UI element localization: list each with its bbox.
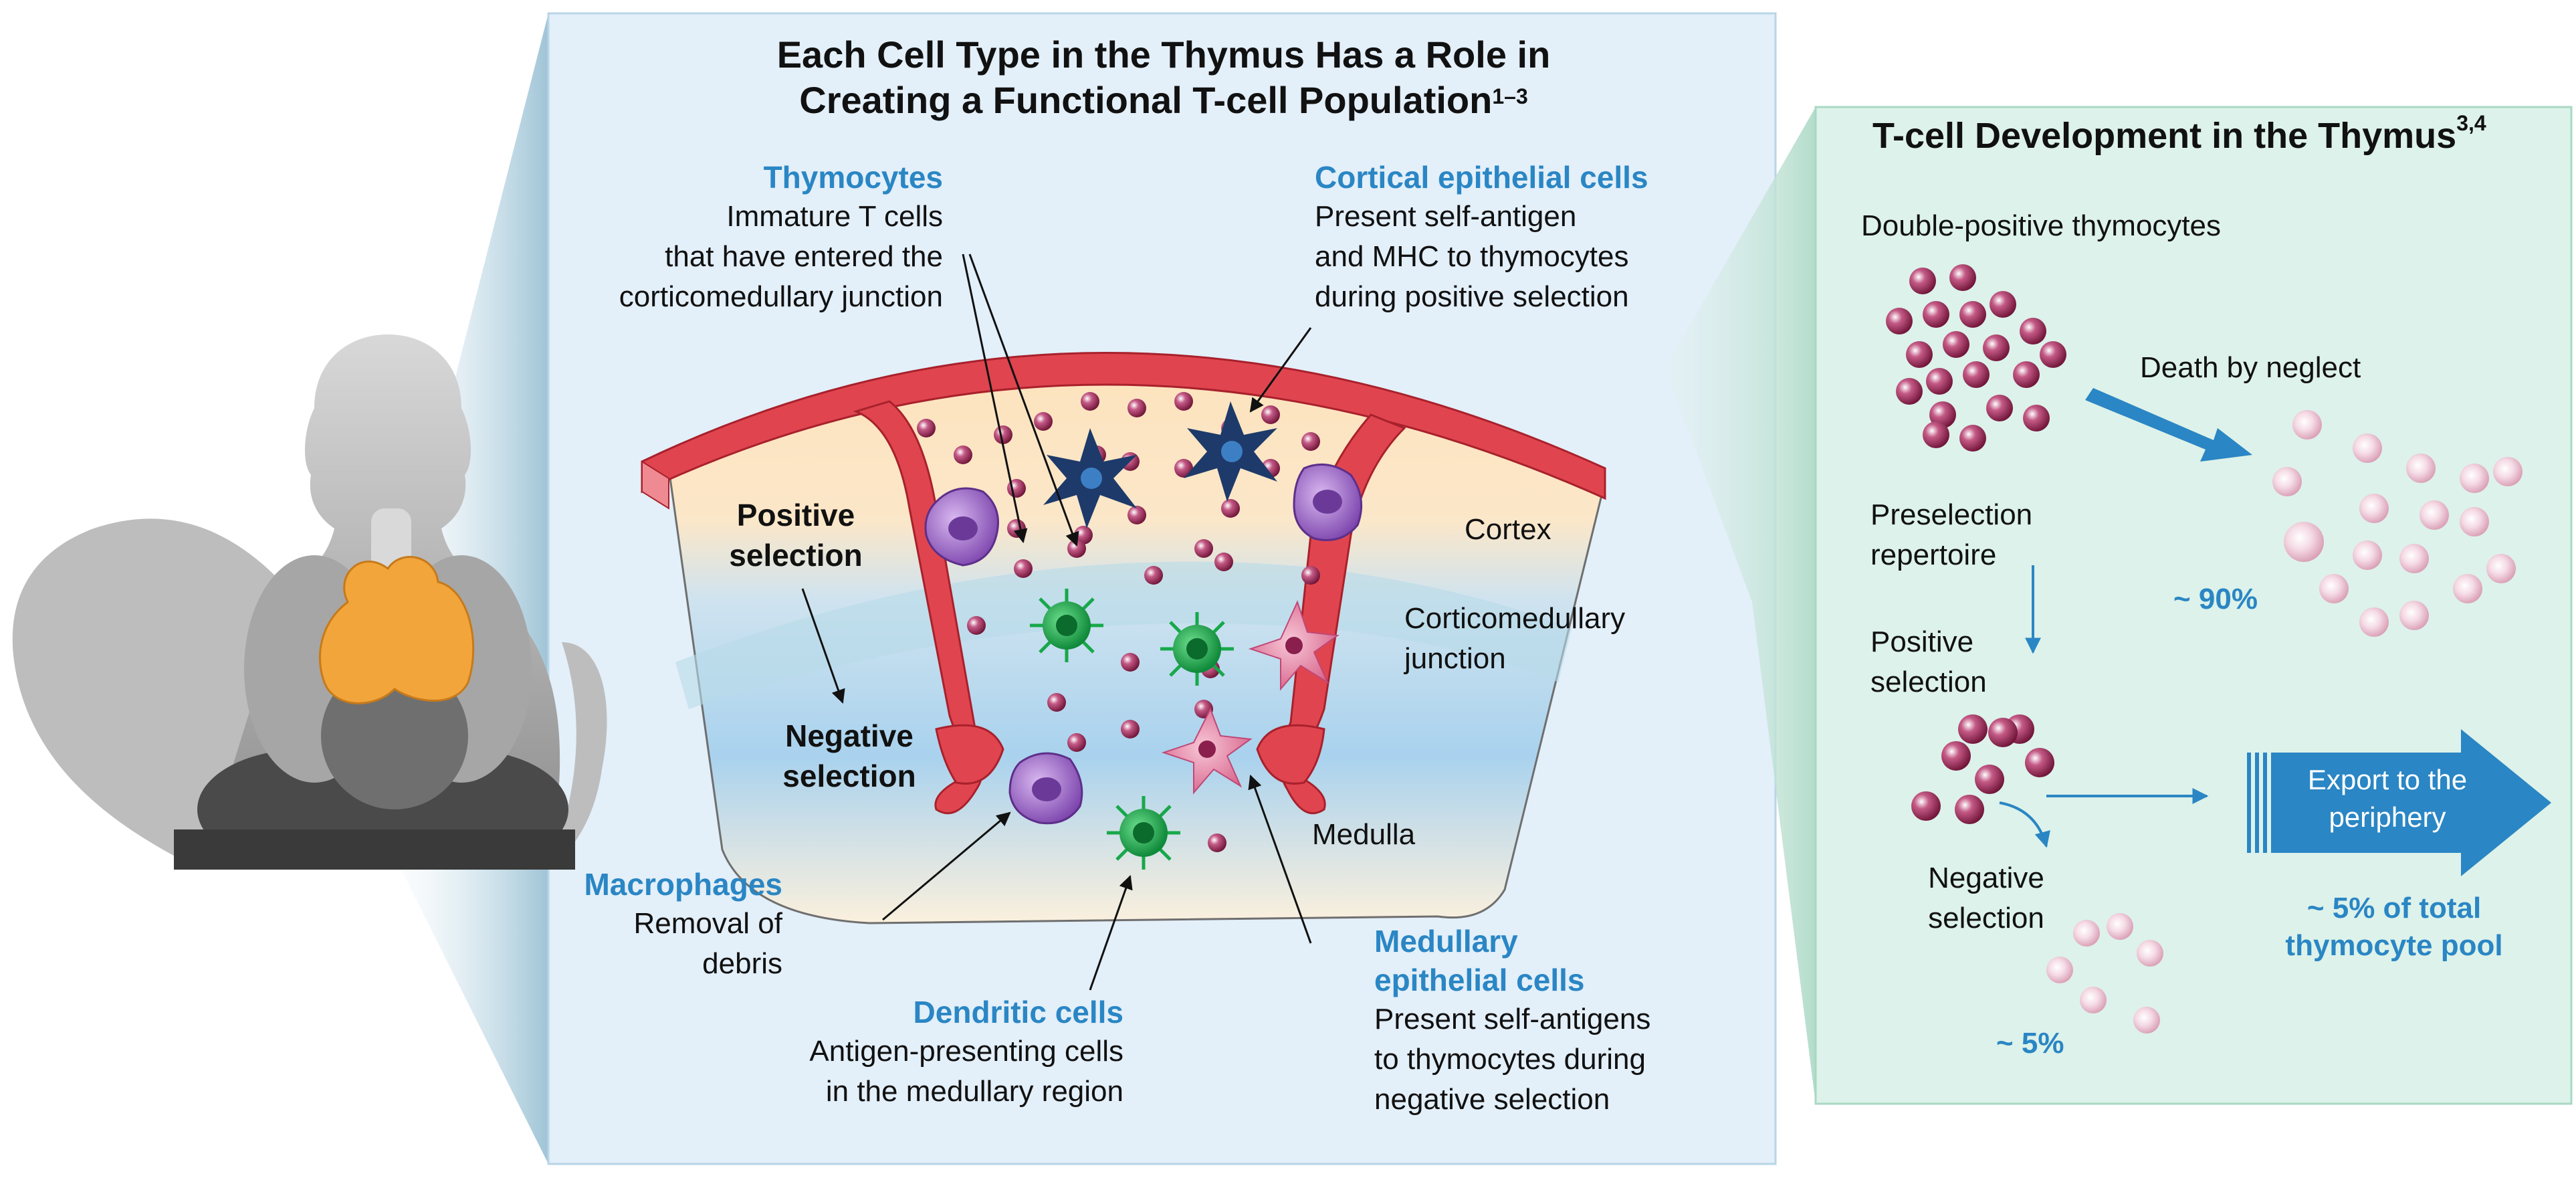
macrophage-icons — [924, 463, 1363, 825]
medullary-epithelial-callout: Medullary epithelial cells Present self-… — [1374, 922, 1749, 1120]
medullary-epithelial-cell-icons — [1161, 600, 1339, 795]
center-title-superscript: 1–3 — [1492, 84, 1528, 108]
corticomedullary-label: Corticomedullary junction — [1404, 602, 1626, 675]
death-by-neglect-arrow — [2085, 388, 2252, 462]
right-panel-background — [1814, 106, 2573, 1105]
center-panel-title: Each Cell Type in the Thymus Has a Role … — [602, 32, 1725, 123]
medullary-epithelial-heading-2: epithelial cells — [1374, 963, 1585, 997]
pct-5-label: ~ 5% — [1996, 1027, 2064, 1060]
export-label: Export to the periphery — [2307, 764, 2468, 833]
dendritic-heading: Dendritic cells — [913, 995, 1123, 1029]
right-positive-selection-label: Positive selection — [1870, 625, 1987, 698]
thymus-lobule-section — [641, 352, 1606, 924]
center-title-line1: Each Cell Type in the Thymus Has a Role … — [776, 33, 1551, 76]
apoptotic-cell-cluster — [2272, 410, 2523, 637]
thymocytes-callout: Thymocytes Immature T cells that have en… — [522, 158, 943, 317]
thymocytes-heading: Thymocytes — [763, 160, 943, 195]
right-panel-title: T-cell Development in the Thymus3,4 — [1872, 111, 2486, 157]
dendritic-cell-icons — [1030, 589, 1234, 870]
right-zoom-funnel — [1665, 107, 1816, 1104]
dendritic-callout: Dendritic cells Antigen-presenting cells… — [722, 993, 1123, 1112]
preselection-label: Preselection repertoire — [1870, 498, 2033, 571]
macrophages-callout: Macrophages Removal of debris — [555, 865, 782, 984]
positive-selection-label: Positive selection — [729, 498, 863, 573]
right-title-text: T-cell Development in the Thymus — [1872, 116, 2457, 156]
cortical-epithelial-cell-icons — [1043, 401, 1277, 528]
right-title-superscript: 3,4 — [2456, 111, 2486, 135]
double-positive-label: Double-positive thymocytes — [1861, 209, 2222, 242]
center-pointer-lines — [801, 254, 1312, 991]
cortex-label: Cortex — [1465, 513, 1551, 546]
death-by-neglect-label: Death by neglect — [2140, 351, 2361, 384]
body-illustration — [12, 334, 607, 870]
pct-90-label: ~ 90% — [2173, 583, 2258, 615]
cortical-epithelial-heading: Cortical epithelial cells — [1315, 160, 1648, 195]
positively-selected-cluster — [1911, 714, 2054, 824]
negative-selected-cluster — [2046, 913, 2163, 1033]
right-negative-selection-label: Negative selection — [1928, 862, 2044, 934]
cortical-epithelial-desc-3: during positive selection — [1315, 280, 1629, 313]
cortical-epithelial-desc-1: Present self-antigen — [1315, 200, 1577, 233]
thymocytes-desc-1: Immature T cells — [726, 200, 943, 233]
thymocytes-desc-3: corticomedullary junction — [619, 280, 943, 313]
thymocytes-desc-2: that have entered the — [665, 240, 943, 273]
medulla-label: Medulla — [1312, 818, 1416, 851]
macrophages-heading: Macrophages — [584, 867, 782, 902]
negative-selection-curve-arrow — [1999, 801, 2050, 848]
thymus-organ — [319, 556, 475, 704]
pct-total-label: ~ 5% of total thymocyte pool — [2285, 892, 2503, 962]
cortical-epithelial-callout: Cortical epithelial cells Present self-a… — [1315, 158, 1749, 317]
export-arrow — [2247, 729, 2551, 876]
negative-selection-label: Negative selection — [782, 718, 916, 793]
cortical-epithelial-desc-2: and MHC to thymocytes — [1315, 240, 1629, 273]
medullary-epithelial-heading-1: Medullary — [1374, 924, 1518, 959]
double-positive-cluster — [1886, 264, 2066, 452]
center-title-line2: Creating a Functional T-cell Population — [799, 79, 1493, 121]
